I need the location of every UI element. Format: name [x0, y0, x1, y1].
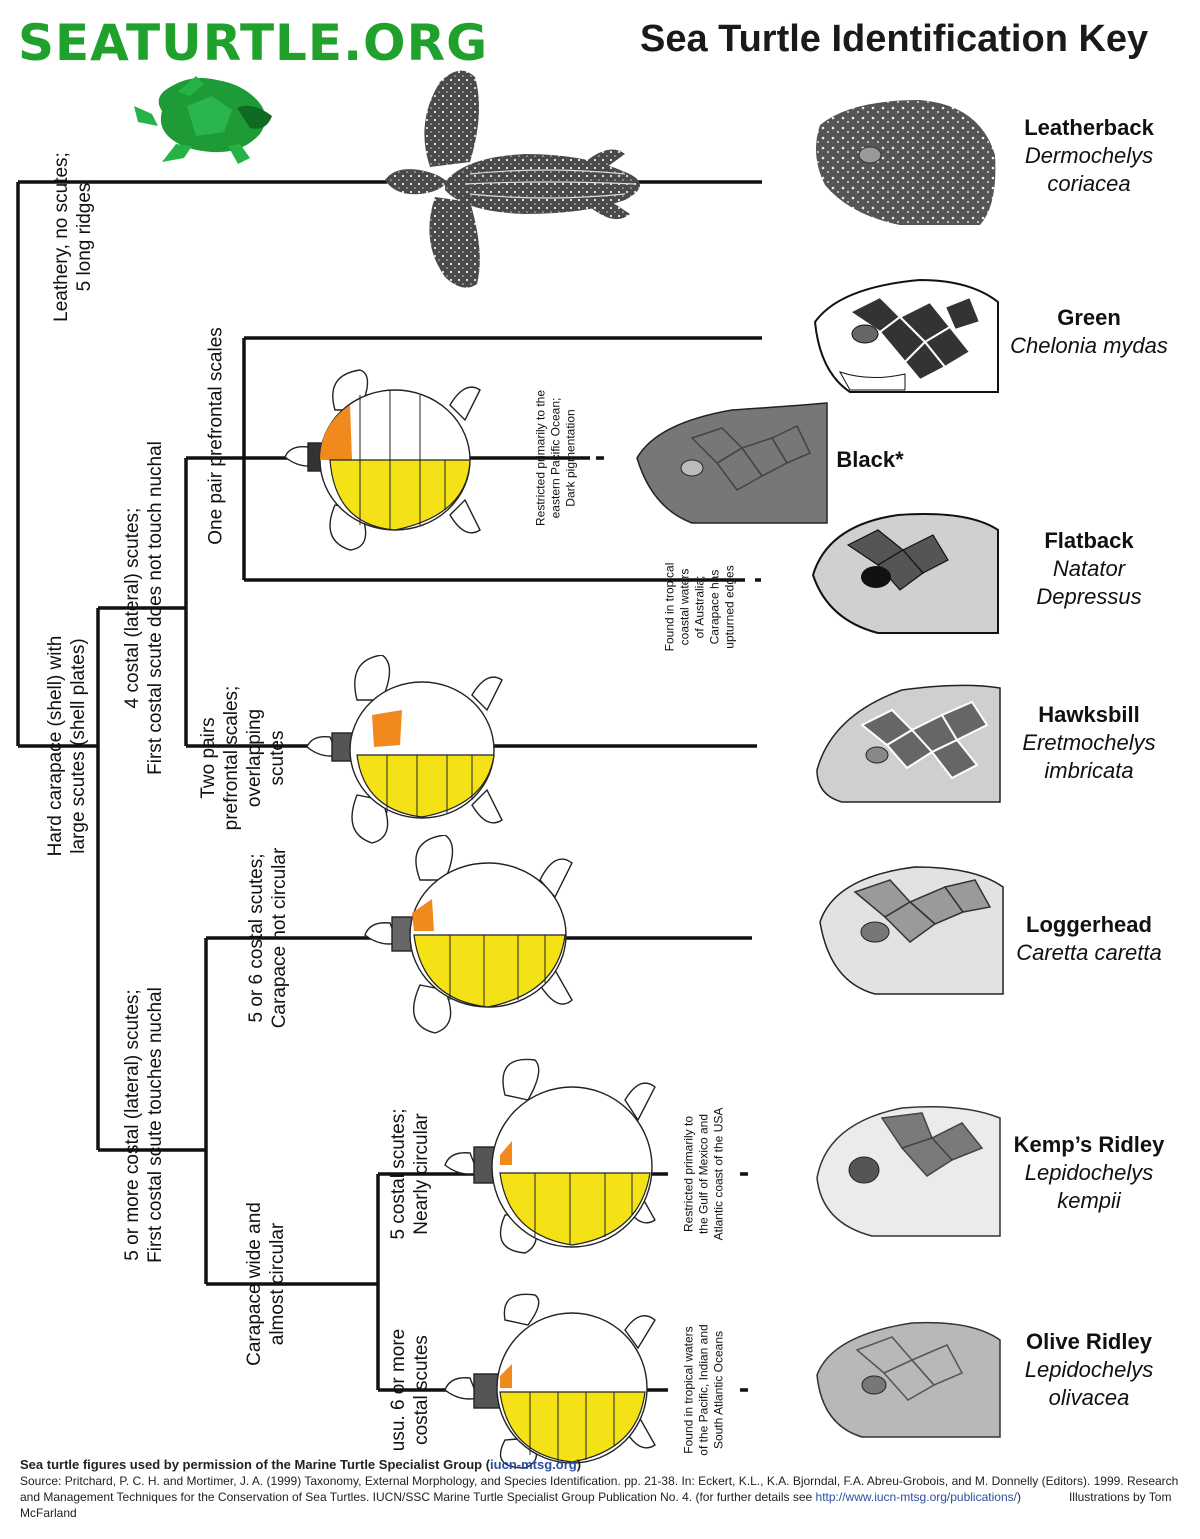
- label-five-more: 5 or more costal (lateral) scutes;First …: [122, 987, 166, 1263]
- green-head-illustration: [813, 278, 999, 393]
- loggerhead-carapace-illustration: [364, 835, 573, 1034]
- leatherback-head-illustration: [816, 100, 996, 225]
- footer-source: Source: Pritchard, P. C. H. and Mortimer…: [20, 1474, 1179, 1520]
- site-logo[interactable]: SEATURTLE.ORG: [18, 14, 489, 72]
- green-carapace-illustration: [284, 369, 481, 551]
- footer-credit: Sea turtle figures used by permission of…: [20, 1457, 582, 1472]
- olive-carapace-illustration: [444, 1293, 656, 1469]
- kemps-carapace-illustration: [444, 1058, 656, 1254]
- label-four-costal: 4 costal (lateral) scutes;First costal s…: [122, 441, 166, 775]
- page-title: Sea Turtle Identification Key: [640, 18, 1149, 60]
- hawksbill-carapace-illustration: [306, 655, 503, 844]
- footer: Sea turtle figures used by permission of…: [20, 1457, 1180, 1521]
- footer-illustrator: Illustrations by Tom McFarland: [20, 1490, 1172, 1520]
- black-head-illustration: [636, 402, 828, 524]
- leatherback-body-illustration: [385, 70, 640, 288]
- hawksbill-head-illustration: [816, 684, 1001, 803]
- flatback-head-illustration: [811, 513, 999, 634]
- label-five-six: 5 or 6 costal scutes;Carapace not circul…: [246, 847, 290, 1029]
- logo-turtle-icon: [134, 76, 272, 164]
- kemps-head-illustration: [816, 1106, 1001, 1237]
- publications-link[interactable]: http://www.iucn-mtsg.org/publications/: [815, 1490, 1017, 1504]
- label-five-nearly: 5 costal scutes;Nearly circular: [388, 1108, 432, 1240]
- label-leathery: Leathery, no scutes;5 long ridges: [51, 152, 95, 322]
- species-black: Black*: [836, 447, 904, 472]
- olive-head-illustration: [816, 1321, 1001, 1438]
- label-one-pair: One pair prefrontal scales: [205, 327, 227, 545]
- loggerhead-head-illustration: [819, 866, 1004, 995]
- mtsg-link[interactable]: iucn-mtsg.org: [490, 1457, 577, 1472]
